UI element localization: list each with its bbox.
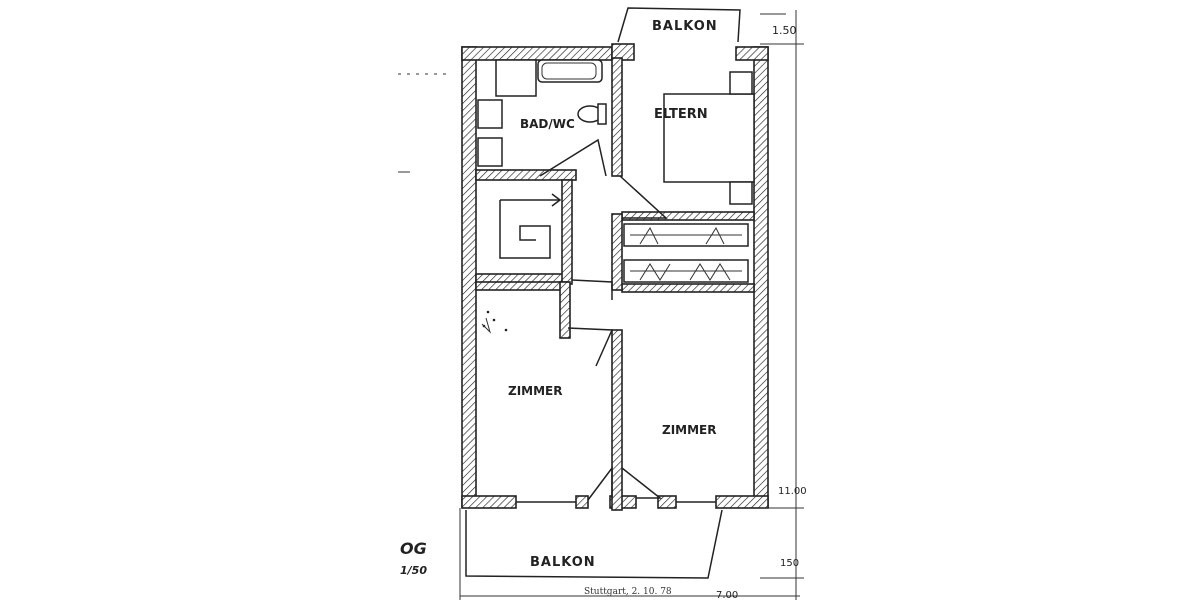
balcony-bottom-label: BALKON bbox=[530, 555, 596, 570]
balcony-bottom: BALKON bbox=[465, 509, 723, 579]
dim-width: 7.00 bbox=[716, 590, 738, 600]
parents-bed: ELTERN bbox=[654, 71, 755, 205]
room-label-left: ZIMMER bbox=[508, 384, 563, 398]
footer-location-date: Stuttgart, 2. 10. 78 bbox=[584, 587, 672, 597]
balcony-top-label: BALKON bbox=[652, 19, 718, 34]
sink-1 bbox=[477, 99, 503, 129]
interior-walls bbox=[475, 57, 755, 511]
wardrobes bbox=[623, 223, 749, 283]
dim-balcony-depth: 150 bbox=[780, 558, 799, 569]
balcony-top: BALKON bbox=[617, 7, 741, 43]
scale-label: 1/50 bbox=[400, 564, 427, 577]
sink-2 bbox=[477, 137, 503, 167]
utility-closet bbox=[481, 310, 508, 334]
margin-marks bbox=[398, 13, 786, 173]
bathroom-fixtures: BAD/WC bbox=[477, 59, 607, 167]
room-label-right: ZIMMER bbox=[662, 423, 717, 437]
dim-depth: 11.00 bbox=[778, 486, 807, 497]
stair-symbol bbox=[499, 193, 562, 259]
doors bbox=[516, 138, 716, 503]
room-label-parents: ELTERN bbox=[654, 107, 708, 122]
shower-tray bbox=[495, 59, 537, 97]
dim-top-right: 1.50 bbox=[772, 24, 797, 37]
exterior-walls bbox=[461, 43, 769, 509]
room-label-bath: BAD/WC bbox=[520, 117, 575, 131]
floor-label: OG bbox=[400, 539, 427, 558]
bathtub bbox=[537, 59, 603, 83]
dimension-lines: 1.50 11.00 150 7.00 bbox=[459, 10, 807, 600]
